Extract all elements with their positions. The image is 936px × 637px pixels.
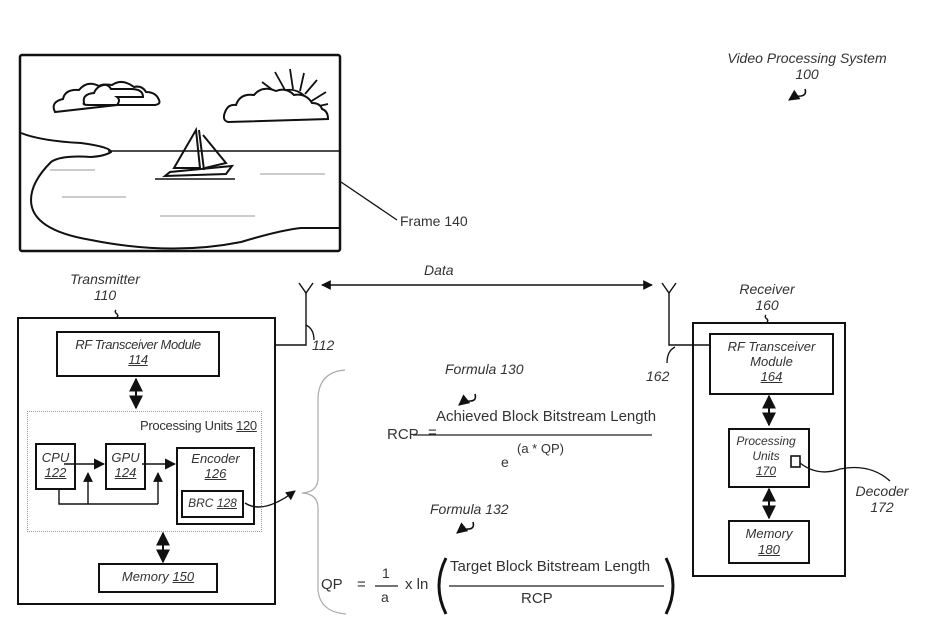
formula-132-numerator: Target Block Bitstream Length (450, 558, 651, 575)
formula-132-denominator: RCP (521, 590, 553, 607)
receiver-box (692, 322, 846, 577)
transmitter-antenna-icon (298, 282, 314, 295)
transmitter-box (17, 317, 276, 605)
system-ref: 100 (795, 66, 819, 82)
formula-brace (301, 369, 347, 615)
memory-180-name: Memory (745, 526, 793, 541)
memory-180-box (728, 520, 810, 564)
antenna-112-tick (305, 324, 315, 341)
formula-130-numerator: Achieved Block Bitstream Length (436, 408, 657, 425)
memory-150-ref: 150 (172, 569, 195, 584)
system-name: Video Processing System (727, 50, 887, 66)
frame-label: Frame 140 (400, 213, 468, 229)
transmitter-name: Transmitter (70, 271, 140, 287)
processing-units-170 (728, 428, 810, 488)
brc-name: BRC (188, 496, 214, 510)
brc-128-box (181, 490, 244, 518)
rf-114-ref: 114 (128, 352, 148, 367)
formula-130-eq: = (428, 424, 437, 441)
pu-170-name-2: Units (752, 449, 780, 463)
gpu-ref: 124 (114, 465, 137, 480)
formula-132-lhs: QP (321, 576, 343, 593)
formula-132-coef-num: 1 (382, 565, 390, 581)
formula-132-label: Formula 132 (430, 501, 509, 517)
cloud-icon (222, 87, 330, 124)
left-paren (437, 557, 448, 615)
formula-130-label: Formula 130 (445, 361, 524, 377)
frame-picture (18, 53, 342, 253)
receiver-antenna-icon (661, 282, 677, 295)
frame-leader-line (340, 181, 398, 221)
transmitter-antenna-line (275, 293, 307, 346)
feedback-line (58, 490, 158, 505)
sailboat-icon (155, 126, 235, 180)
cpu-122-box (35, 443, 76, 490)
brc-formula-arrow (244, 490, 296, 508)
formula-132-coef-den: a (381, 589, 389, 605)
formula-130-pointer (458, 393, 477, 406)
encoder-126-box (176, 447, 255, 525)
rf-164-name-1: RF Transceiver (727, 339, 816, 354)
gpu-124-box (105, 443, 146, 490)
formula-132-eq: = (357, 576, 366, 593)
antenna-112-label: 112 (312, 337, 335, 353)
formula-130-denominator-exp: (a * QP) (517, 441, 564, 456)
rf-164-name-2: Module (750, 354, 793, 369)
formula-130-lhs: RCP (387, 426, 419, 443)
rf-transceiver-module-164 (709, 333, 834, 395)
brc-ref: 128 (216, 496, 237, 510)
encoder-ref: 126 (204, 466, 227, 481)
formula-132-op: x ln (405, 576, 429, 593)
transmitter-ref-tick (114, 309, 119, 319)
decoder-ref: 172 (870, 499, 894, 515)
decoder-name: Decoder (855, 483, 909, 499)
processing-units-120-ref: 120 (236, 418, 257, 433)
cpu-name: CPU (41, 450, 70, 465)
rf-transceiver-module-114 (56, 331, 220, 377)
cpu-ref: 122 (44, 465, 67, 480)
encoder-name: Encoder (191, 451, 240, 466)
receiver-ref-tick (764, 314, 769, 324)
antenna-162-tick (666, 346, 676, 364)
transmitter-ref: 110 (93, 287, 117, 303)
frame-border (18, 53, 342, 253)
receiver-ref: 160 (755, 297, 779, 313)
processing-units-120-label: Processing Units 120 (140, 418, 257, 433)
right-paren (664, 557, 675, 615)
processing-units-120-name: Processing Units (140, 418, 233, 433)
title-pointer-arrow (788, 88, 807, 101)
decoder-leader-line (799, 462, 891, 482)
memory-150-name: Memory (121, 569, 169, 584)
pu-170-name-1: Processing (736, 434, 796, 448)
processing-units-120 (27, 411, 262, 532)
cloud-icon (82, 81, 161, 106)
memory-180-ref: 180 (758, 542, 780, 557)
receiver-antenna-line (668, 293, 709, 346)
formula-130-denominator-base: e (501, 454, 509, 470)
receiver-name: Receiver (739, 281, 795, 297)
antenna-162-label: 162 (646, 368, 670, 384)
data-label: Data (424, 262, 454, 278)
gpu-name: GPU (111, 450, 140, 465)
water-ripples (50, 169, 325, 217)
rf-164-ref: 164 (760, 369, 783, 384)
shoreline (20, 132, 341, 250)
decoder-chip-icon (790, 455, 801, 468)
system-title: Video Processing System 100 (712, 50, 902, 82)
memory-150-box (98, 563, 218, 593)
pu-170-ref: 170 (755, 464, 777, 478)
formula-132-pointer (456, 521, 475, 534)
rf-114-name: RF Transceiver Module (75, 337, 201, 352)
